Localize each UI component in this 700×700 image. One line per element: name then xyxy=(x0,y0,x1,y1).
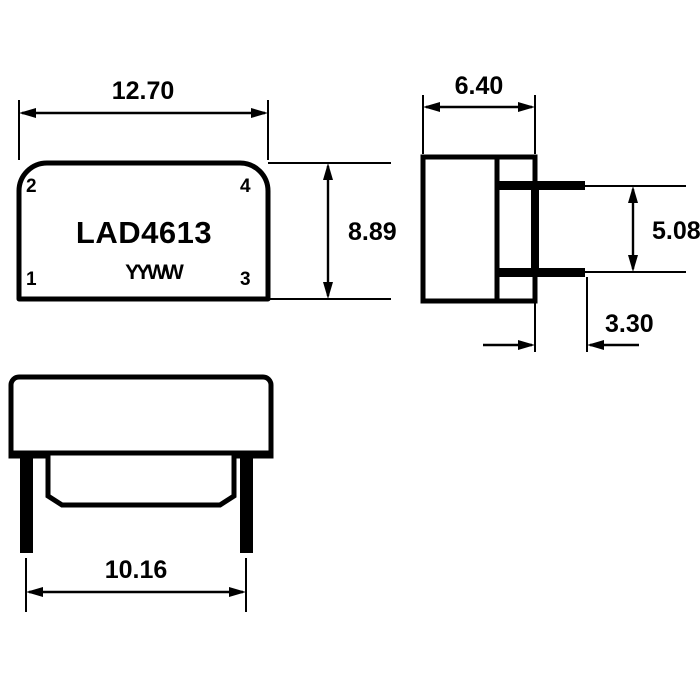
dimension-lead-pitch-label: 5.08 xyxy=(652,217,700,245)
top-view-pin-3-label: 3 xyxy=(240,269,251,290)
top-view-pin-4-label: 4 xyxy=(240,176,251,197)
dimension-top-height: 8.89 xyxy=(268,162,397,300)
dimension-top-width-label: 12.70 xyxy=(112,77,175,105)
top-view-pin-1-label: 1 xyxy=(26,269,37,290)
side-view: 6.40 5.08 3.30 xyxy=(420,72,700,352)
front-view-standoff-profile xyxy=(8,450,274,508)
dimension-lead-offset-label: 3.30 xyxy=(605,310,654,338)
side-view-flange-outline xyxy=(494,154,538,304)
front-view: 10.16 xyxy=(8,374,274,612)
dimension-top-height-label: 8.89 xyxy=(348,218,397,246)
part-number-marking: LAD4613 xyxy=(76,215,212,250)
dimension-lead-span-label: 10.16 xyxy=(105,556,168,584)
top-view-pin-2-label: 2 xyxy=(26,176,37,197)
front-view-left-lead xyxy=(20,455,33,553)
dimension-side-depth-label: 6.40 xyxy=(455,72,504,100)
side-view-body-outline xyxy=(420,154,500,304)
front-view-right-lead xyxy=(240,455,253,553)
top-view-body-outline xyxy=(16,160,271,302)
front-view-body-outline xyxy=(8,374,274,456)
dimension-lead-pitch: 5.08 xyxy=(585,185,700,273)
side-view-upper-lead-root xyxy=(497,181,537,190)
dimension-side-depth: 6.40 xyxy=(422,72,536,154)
side-view-lower-lead xyxy=(500,268,585,277)
dimension-lead-offset: 3.30 xyxy=(483,277,654,352)
dimension-top-width: 12.70 xyxy=(18,77,269,160)
side-view-upper-lead xyxy=(500,181,585,190)
date-code-marking: YYWW xyxy=(125,261,184,284)
side-view-lead-frame-spine xyxy=(531,185,539,273)
dimension-lead-span: 10.16 xyxy=(25,556,247,612)
top-view: 2 4 1 3 LAD4613 YYWW 12.70 xyxy=(16,77,397,302)
side-view-lower-lead-root xyxy=(497,268,537,277)
